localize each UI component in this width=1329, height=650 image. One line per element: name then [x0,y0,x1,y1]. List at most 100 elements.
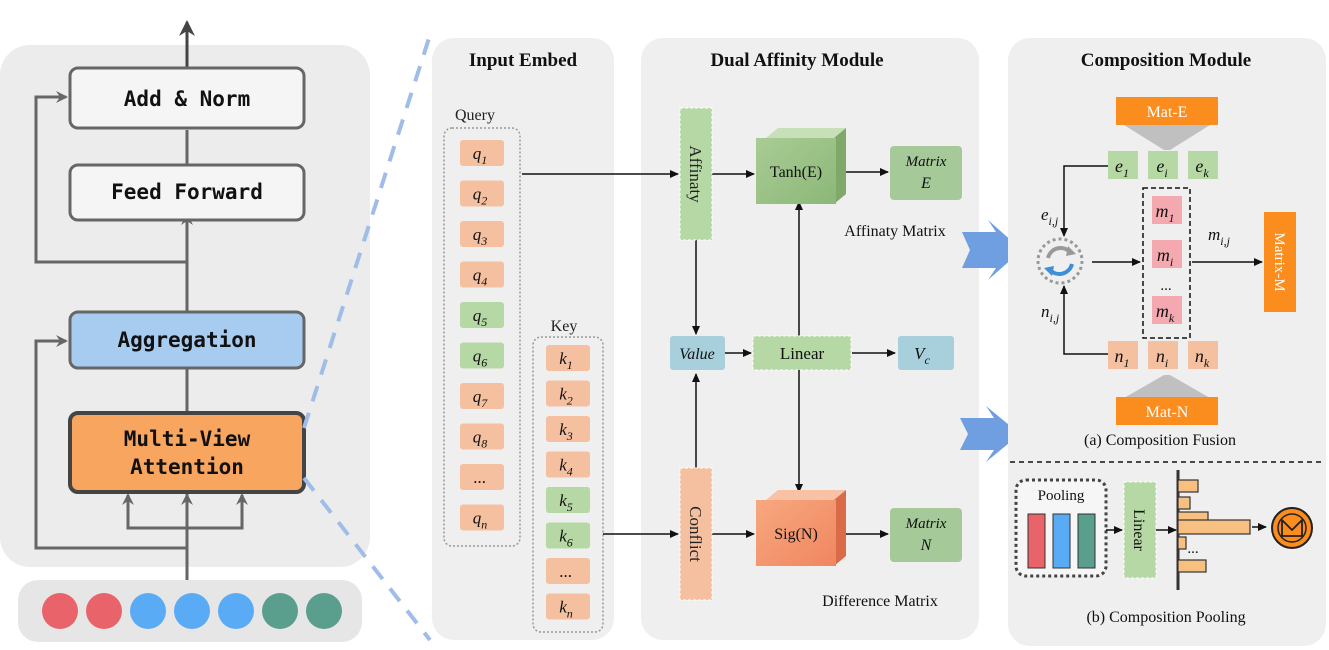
n-token-2: nk [1195,346,1210,370]
query-token-1-base: q [473,185,482,204]
query-token-7-sub: 8 [481,437,487,451]
m-token-3: mk [1156,301,1175,325]
matrix-e-label-1: Matrix [905,154,947,170]
query-token-0-base: q [473,144,482,163]
key-token-4-sub: 5 [567,500,573,514]
conflict-label: Conflict [686,506,705,562]
token-1 [86,593,122,629]
m-ij-base: m [1208,225,1220,244]
query-token-1: q2 [473,185,488,208]
n-cell [1188,341,1218,369]
matrix-e-box [890,146,962,200]
e-ij-sub: i,j [1049,214,1059,228]
tanh-cube: Tanh(E) [756,128,846,204]
m-token-0-base: m [1156,201,1169,221]
cycle-icon [1036,237,1084,285]
big-arrow-top [962,220,1022,280]
mat-n-box [1116,397,1218,425]
matrix-m-box [1264,212,1296,312]
key-label: Key [551,318,578,335]
key-cell [546,380,590,407]
query-token-9: qn [473,509,488,532]
m-cell [1152,196,1182,224]
key-token-0-base: k [559,349,567,368]
value-label: Value [679,346,715,363]
e-token-0-sub: 1 [1123,166,1129,180]
linear-box [752,335,852,371]
query-cell [460,302,504,328]
n-ij-sub: i,j [1050,311,1060,325]
key-token-4: k5 [559,491,573,514]
key-token-2-base: k [559,420,567,439]
query-cell [460,180,504,207]
query-token-6: q7 [473,387,489,410]
matrix-n-label-1: Matrix [905,516,947,532]
m-dots: ... [1160,278,1171,294]
key-token-7-base: k [559,598,567,617]
m-ij-sub: i,j [1220,234,1230,248]
key-token-7-sub: n [567,607,573,621]
key-token-5-base: k [559,527,567,546]
query-token-0: q1 [473,144,488,167]
query-token-2: q3 [473,225,488,248]
n-token-0: n1 [1115,346,1130,370]
m-token-1-base: m [1157,245,1170,265]
matrix-m-label: Matrix-M [1271,232,1287,291]
m-token-0: m1 [1156,201,1175,225]
mva-label-2: Attention [130,455,244,479]
n-token-1-sub: i [1165,356,1168,370]
conflict-block [679,467,713,601]
aggregation-box [68,310,306,370]
m-token-3-sub: k [1169,311,1175,325]
histogram-dots: ... [1187,541,1198,557]
linear-label: Linear [780,344,825,363]
n-cell [1148,341,1178,369]
token-4 [218,593,254,629]
caption-composition-pooling: (b) Composition Pooling [1086,609,1245,626]
m-frame [1142,187,1191,339]
pool-linear-label: Linear [1130,509,1147,551]
caption-composition-fusion: (a) Composition Fusion [1084,432,1236,449]
key-token-3-sub: 4 [567,465,573,479]
query-token-5-base: q [473,347,482,366]
n-token-0-base: n [1115,346,1124,366]
zoom-line-top [302,34,432,429]
query-token-5-sub: 6 [481,356,487,370]
pooling-label: Pooling [1038,488,1085,504]
e-token-0-base: e [1115,156,1123,176]
pool-bar-red [1027,513,1046,569]
token-group [42,593,342,629]
pool-bar-blue [1052,513,1071,569]
query-cell [460,261,504,288]
vc-sub: c [925,353,931,367]
query-cell [460,423,504,450]
input-embed-background [432,38,614,640]
tanh-label: Tanh(E) [770,164,822,181]
input-embed-panel: Input Embed Query Key q1q2q3q4q5q6q7q8..… [432,38,614,640]
e-token-1-sub: i [1164,166,1167,180]
e-cell [1148,151,1178,179]
query-cell [460,464,504,490]
value-box [670,336,725,370]
query-token-4: q5 [473,306,488,329]
query-token-0-sub: 1 [481,153,487,167]
n-token-2-base: n [1195,346,1204,366]
key-token-2: k3 [559,420,573,443]
big-arrow-bottom [960,406,1020,462]
encoder-block: Add & Norm Feed Forward Aggregation Mult… [0,20,370,642]
key-token-6-base: ... [560,562,573,581]
key-cell [546,593,590,620]
affinaty-matrix-caption: Affinaty Matrix [844,223,945,240]
matrix-n-box [890,508,962,562]
vc-box [898,336,954,370]
affinaty-block [679,107,713,241]
feed-forward-label: Feed Forward [111,180,263,204]
add-norm-box [68,66,306,130]
sig-cube: Sig(N) [756,490,846,566]
n-token-1-base: n [1156,346,1165,366]
query-cell [460,221,504,247]
query-cell [460,342,504,369]
